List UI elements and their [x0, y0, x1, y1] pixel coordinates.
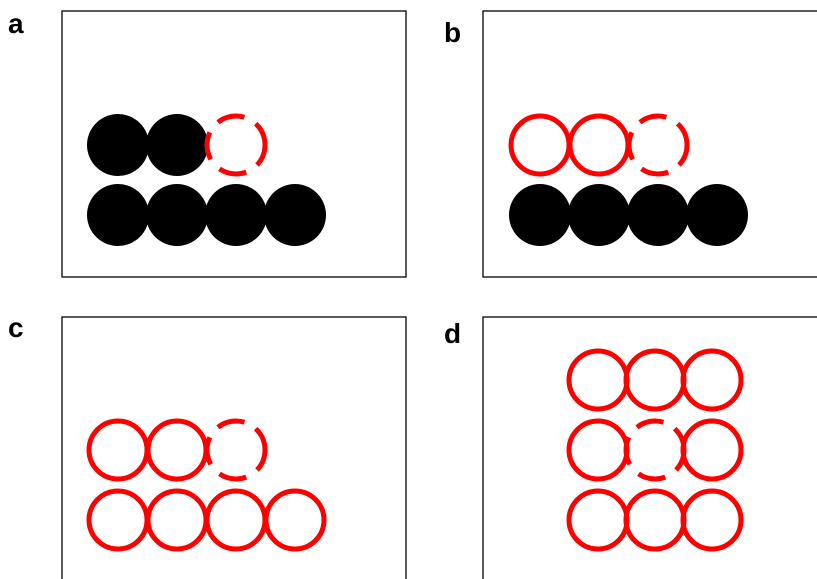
panel-d-circles	[566, 348, 744, 552]
outline-circle	[86, 418, 150, 482]
outline-circle	[623, 348, 687, 412]
outline-circle	[204, 488, 268, 552]
filled-circle	[146, 114, 208, 176]
outline-circle	[508, 113, 572, 177]
outline-circle	[680, 348, 744, 412]
filled-circle	[264, 184, 326, 246]
missing-circle-dashed	[626, 113, 690, 177]
panel-b-label: b	[444, 17, 461, 48]
outline-circle	[263, 488, 327, 552]
outline-circle	[145, 488, 209, 552]
filled-circle	[509, 184, 571, 246]
missing-circle-dashed	[204, 113, 268, 177]
panel-c-frame	[61, 316, 407, 579]
outline-circle	[567, 113, 631, 177]
missing-circle-dashed	[623, 418, 687, 482]
panel-b-circles	[508, 113, 748, 246]
panel-a-label: a	[8, 8, 24, 39]
filled-circle	[87, 184, 149, 246]
panel-c-label: c	[8, 312, 24, 343]
panel-c-circles	[86, 418, 327, 552]
filled-circle	[686, 184, 748, 246]
filled-circle	[205, 184, 267, 246]
filled-circle	[87, 114, 149, 176]
outline-circle	[566, 348, 630, 412]
outline-circle	[566, 418, 630, 482]
filled-circle	[146, 184, 208, 246]
panel-a: a	[8, 8, 407, 278]
outline-circle	[86, 488, 150, 552]
panel-d: d	[444, 316, 817, 579]
panel-a-circles	[87, 113, 326, 246]
panel-a-frame	[61, 10, 407, 278]
panel-b: b	[444, 10, 817, 278]
outline-circle	[680, 418, 744, 482]
outline-circle	[680, 488, 744, 552]
filled-circle	[568, 184, 630, 246]
filled-circle	[627, 184, 689, 246]
missing-circle-dashed	[204, 418, 268, 482]
outline-circle	[623, 488, 687, 552]
panel-c: c	[8, 312, 407, 579]
panel-b-frame	[482, 10, 817, 278]
panel-d-frame	[482, 316, 817, 579]
panel-d-label: d	[444, 318, 461, 349]
outline-circle	[145, 418, 209, 482]
outline-circle	[566, 488, 630, 552]
